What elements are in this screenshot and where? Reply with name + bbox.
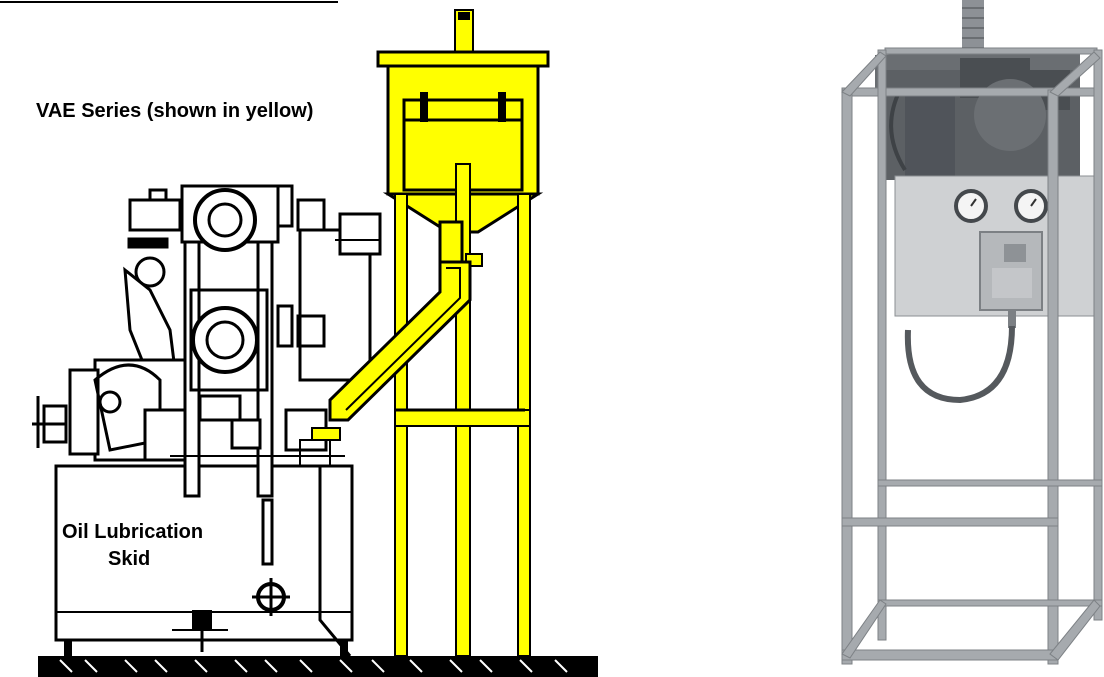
schematic-drawing: VAE Series (shown in yellow) Oil Lubrica… (32, 9, 598, 677)
product-photo (841, 0, 1103, 665)
vae-series-unit (311, 9, 550, 657)
oil-skid-label-line1: Oil Lubrication (62, 521, 203, 543)
control-panel (894, 175, 1101, 404)
oil-skid-label-line2: Skid (108, 548, 150, 570)
ground-floor (38, 656, 598, 677)
vae-series-label: VAE Series (shown in yellow) (36, 100, 313, 122)
oil-tank (54, 464, 354, 657)
blower-machinery (32, 184, 382, 498)
stainless-frame (841, 47, 1103, 665)
exhaust-hose (962, 0, 984, 60)
